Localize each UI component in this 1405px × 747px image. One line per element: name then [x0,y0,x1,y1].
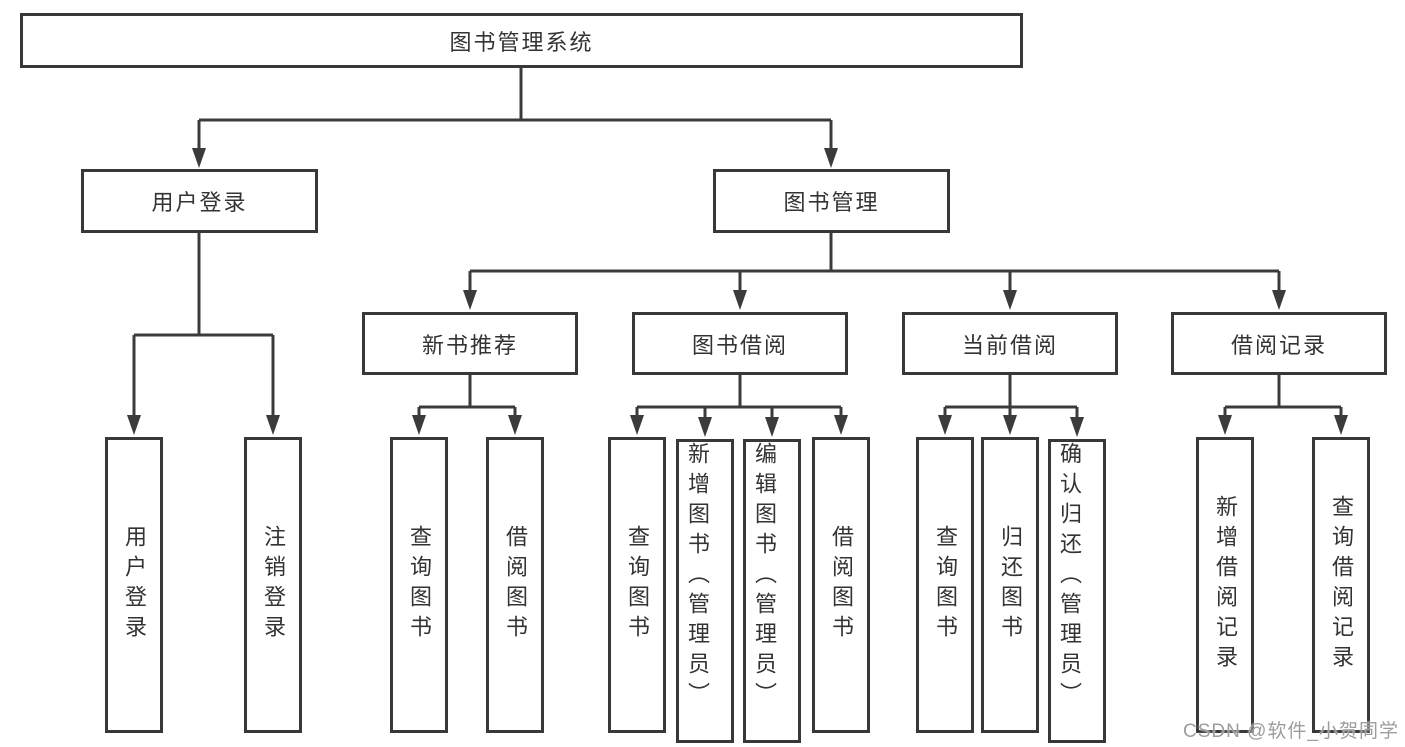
node-logout: 注销登录 [244,437,302,733]
csdn-watermark: CSDN @软件_小贺同学 [1183,721,1399,742]
arrowhead [834,415,848,435]
node-query-books-current: 查询图书 [916,437,974,733]
node-user-login: 用户登录 [105,437,163,733]
node-borrow-books: 借阅图书 [812,437,870,733]
node-new-book-recommend: 新书推荐 [362,312,578,375]
arrowhead [1272,290,1286,310]
arrowhead [698,417,712,437]
arrowhead [1003,415,1017,435]
node-add-books-admin: 新增图书（管理员） [676,439,734,743]
arrowhead [266,415,280,435]
node-edit-books-admin: 编辑图书（管理员） [743,439,801,743]
arrowhead [938,415,952,435]
arrowhead [508,415,522,435]
node-return-books: 归还图书 [981,437,1039,733]
node-confirm-return-admin: 确认归还（管理员） [1048,439,1106,743]
arrowhead [1218,415,1232,435]
node-query-books-borrow: 查询图书 [608,437,666,733]
node-root-system: 图书管理系统 [20,13,1023,68]
arrowhead [630,415,644,435]
node-add-borrow-record: 新增借阅记录 [1196,437,1254,733]
arrowhead [1334,415,1348,435]
arrowhead [127,415,141,435]
connector-skeleton [132,68,1343,421]
node-borrowing-records: 借阅记录 [1171,312,1387,375]
node-book-management: 图书管理 [713,169,950,233]
arrowhead [412,415,426,435]
node-user-login-group: 用户登录 [81,169,318,233]
node-query-books-recommend: 查询图书 [390,437,448,733]
arrowhead [1003,290,1017,310]
arrowhead [463,290,477,310]
node-book-borrowing: 图书借阅 [632,312,848,375]
node-borrow-books-recommend: 借阅图书 [486,437,544,733]
arrowhead [192,148,206,168]
node-query-borrow-record: 查询借阅记录 [1312,437,1370,733]
arrowhead [824,148,838,168]
arrowhead [765,417,779,437]
arrowhead [733,290,747,310]
node-current-borrowing: 当前借阅 [902,312,1118,375]
arrowheads [127,148,1348,437]
arrowhead [1070,417,1084,437]
